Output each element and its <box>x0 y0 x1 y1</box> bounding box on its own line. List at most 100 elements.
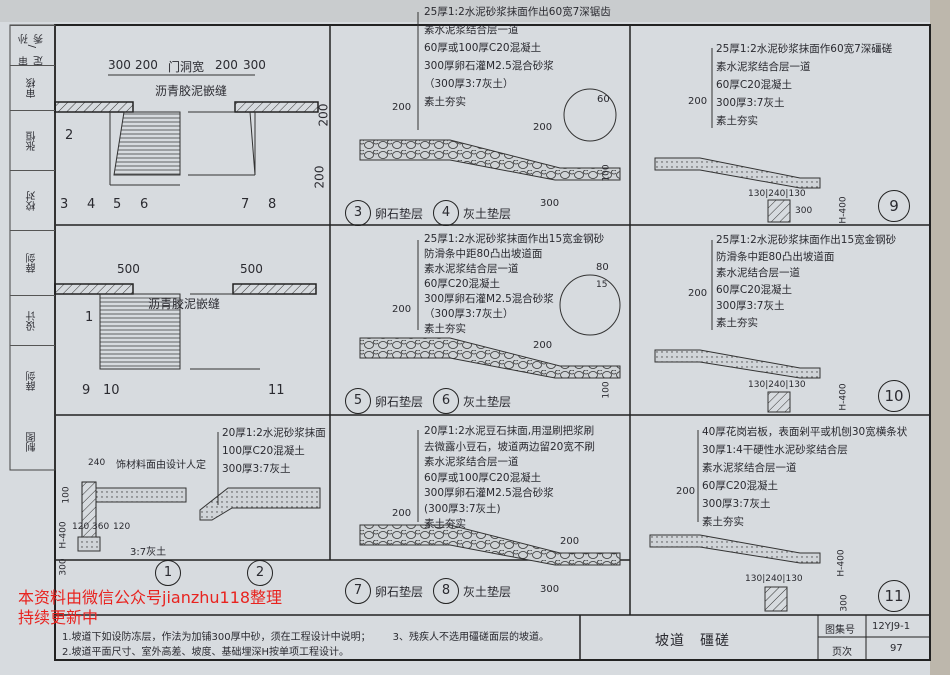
strip-role: 薛剑 <box>27 253 38 274</box>
dim-label: 200 <box>135 58 158 72</box>
strip-role: 张恒 <box>27 131 38 151</box>
dim-label: 100 <box>601 164 612 182</box>
layer-label: 300厚3:7灰土 <box>702 498 771 510</box>
detail-ref-7: 7 <box>241 197 250 212</box>
strip-signature: 孙秀 <box>19 34 46 45</box>
strip-role: 校对 <box>27 191 38 211</box>
strip-cell: 设计 <box>10 295 55 346</box>
watermark-line-1: 本资料由微信公众号jianzhu118整理 <box>18 588 283 607</box>
dim-label: 200 <box>312 165 327 189</box>
dim-label: 300 <box>540 584 560 595</box>
layer-label: 60厚或100厚C20混凝土 <box>424 471 542 484</box>
dim-label: 200 <box>560 536 580 547</box>
layer-label: 300厚3:7灰土 <box>222 463 291 475</box>
detail-number-3: 3 <box>345 200 371 226</box>
layer-label: 30厚1:4干硬性水泥砂浆结合层 <box>702 444 848 456</box>
dim-label: 300 <box>540 198 560 209</box>
dim-label: 130|240|130 <box>745 574 803 584</box>
strip-cell: 审定/孙秀 <box>10 25 55 66</box>
notes: 1.坡道下如设防冻层，作法为加铺300厚中砂，须在工程设计中说明；3、残疾人不选… <box>62 630 549 660</box>
layer-label: 20厚1:2水泥豆石抹面,用湿刷把浆刷 <box>424 425 595 437</box>
dim-label: H-400 <box>838 383 849 411</box>
signature-strip: 审定/孙秀 审核 张恒 校对 薛剑 设计 薛剑 制图 <box>10 25 55 470</box>
finish-note: 饰材料面由设计人定 <box>116 460 206 471</box>
layer-label: 素土夯实 <box>424 518 466 530</box>
note-1: 1.坡道下如设防冻层，作法为加铺300厚中砂，须在工程设计中说明； <box>62 632 371 643</box>
layer-label: 60厚C20混凝土 <box>424 278 501 290</box>
callout-detail-10: 25厚1:2水泥砂浆抹面作出15宽金钢砂 防滑条中距80凸出坡道面 素水泥结合层… <box>716 232 896 331</box>
page-label: 页次 <box>832 647 852 658</box>
strip-role: 设计 <box>27 311 38 331</box>
strip-cell: 张恒 <box>10 110 55 171</box>
detail-caption: 卵石垫层 <box>375 394 424 409</box>
dim-label: 500 <box>240 262 263 276</box>
dim-label: 130|240|130 <box>748 380 806 390</box>
layer-label: 300厚卵石灌M2.5混合砂浆 <box>424 487 554 499</box>
layer-label: 素土夯实 <box>716 115 758 127</box>
dim-label: 200 <box>533 122 553 133</box>
strip-cell: 审核 <box>10 65 55 111</box>
dim-label: 300 <box>243 58 266 72</box>
detail-ref-5: 5 <box>113 197 122 212</box>
detail-caption-3-4: 3 卵石垫层 4 灰土垫层 <box>345 200 511 226</box>
detail-ref-6: 6 <box>140 197 149 212</box>
dim-value: 130 <box>745 574 763 584</box>
layer-label: （300厚3:7灰土） <box>424 308 514 320</box>
layer-label: 60厚C20混凝土 <box>716 79 793 91</box>
dim-label: 300 <box>795 206 813 216</box>
detail-caption: 灰土垫层 <box>463 206 512 221</box>
detail-number-1: 1 <box>155 560 181 586</box>
dim-value: 130 <box>788 189 806 199</box>
detail-number-6: 6 <box>433 388 460 414</box>
dim-label: 200 <box>688 288 708 299</box>
watermark: 本资料由微信公众号jianzhu118整理 持续更新中 <box>18 588 282 628</box>
dim-label: 100 <box>601 381 612 399</box>
dim-label: 200 <box>676 486 696 497</box>
detail-ref-4: 4 <box>87 197 96 212</box>
dim-label: 200 <box>316 103 331 127</box>
layer-label: 60厚C20混凝土 <box>716 283 793 296</box>
detail-number-9: 9 <box>878 190 910 222</box>
dim-label: 200 <box>392 102 412 113</box>
dim-label: 240 <box>88 458 106 468</box>
dim-label: 130|240|130 <box>748 189 806 199</box>
strip-role: 审定 <box>19 56 46 66</box>
strip-cell: 制图 <box>10 415 55 470</box>
layer-label: 素土夯实 <box>424 323 466 335</box>
layer-label: 素水泥浆结合层一道 <box>424 456 519 468</box>
dim-value: 130 <box>748 189 766 199</box>
layer-label: 300厚卵石灌M2.5混合砂浆 <box>424 293 554 305</box>
layer-label: 300厚卵石灌M2.5混合砂浆 <box>424 60 554 72</box>
detail-number-11: 11 <box>878 580 910 612</box>
strip-cell: 薛剑 <box>10 345 55 416</box>
page-number: 97 <box>890 643 903 654</box>
atlas-number-label: 图集号 <box>825 625 855 636</box>
joint-label: 沥青胶泥嵌缝 <box>148 297 221 311</box>
drawing-title: 坡道 礓磋 <box>655 633 730 649</box>
dim-label: 3:7灰土 <box>130 547 167 558</box>
detail-ref-2: 2 <box>65 128 74 143</box>
note-line-1: 1.坡道下如设防冻层，作法为加铺300厚中砂，须在工程设计中说明；3、残疾人不选… <box>62 630 549 645</box>
detail-caption: 卵石垫层 <box>375 206 424 221</box>
callout-detail-3-4: 25厚1:2水泥砂浆抹面作出60宽7深锯齿 素水泥浆结合层一道 60厚或100厚… <box>424 3 611 111</box>
layer-label: 素土夯实 <box>702 516 744 528</box>
detail-ref-9: 9 <box>82 383 91 398</box>
layer-label: 素水泥结合层一道 <box>716 267 800 279</box>
dim-label: 门洞宽 <box>168 60 205 74</box>
callout-detail-1-2: 20厚1:2水泥砂浆抹面 100厚C20混凝土 300厚3:7灰土 <box>222 424 326 478</box>
callout-detail-9: 25厚1:2水泥砂浆抹面作60宽7深礓磋 素水泥浆结合层一道 60厚C20混凝土… <box>716 40 892 130</box>
layer-label: 素水泥浆结合层一道 <box>716 61 811 73</box>
layer-label: 40厚花岗岩板，表面剁平或机刨30宽横条状 <box>702 426 908 438</box>
layer-label: 素水泥浆结合层一道 <box>702 462 797 474</box>
dim-label: 360 <box>92 522 110 532</box>
detail-number-7: 7 <box>345 578 371 604</box>
detail-number-2: 2 <box>247 560 273 586</box>
dim-value: 240 <box>768 380 786 390</box>
dim-label: 15 <box>596 280 608 290</box>
dim-label: 120 <box>113 522 131 532</box>
dim-label: 500 <box>117 262 140 276</box>
dim-value: 130 <box>788 380 806 390</box>
strip-role: 制图 <box>27 432 38 453</box>
callout-detail-11: 40厚花岗岩板，表面剁平或机刨30宽横条状 30厚1:4干硬性水泥砂浆结合层 素… <box>702 423 907 531</box>
dim-label: H-400 <box>58 521 69 549</box>
